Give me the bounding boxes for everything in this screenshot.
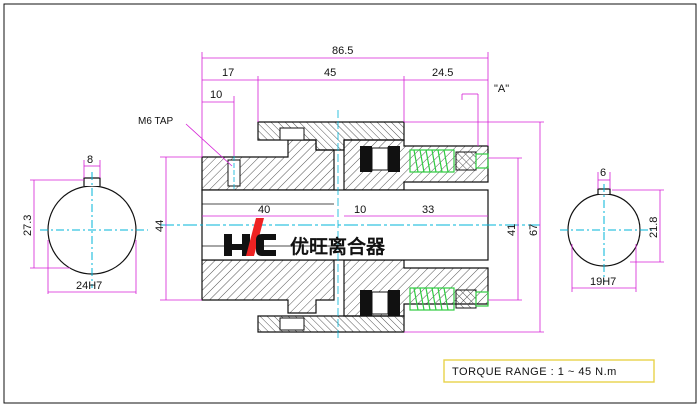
- torque-box: [443, 359, 655, 383]
- torque-range-label: TORQUE RANGE : 1 ~ 45 N.m: [452, 366, 617, 378]
- dia-67-label: 67: [528, 224, 540, 236]
- left-hub-upper: [201, 139, 335, 191]
- section-view: [160, 110, 540, 340]
- dia-41-label: 41: [506, 224, 518, 236]
- tap-note-label: M6 TAP: [138, 116, 174, 127]
- right-end-view: [560, 172, 664, 292]
- bore-40-label: 40: [258, 204, 270, 216]
- friction-pad-lower-1: [360, 290, 372, 316]
- friction-pad-lower-2: [388, 290, 400, 316]
- right-depth-label: 21.8: [648, 217, 660, 238]
- view-a-label: "A": [494, 83, 509, 95]
- dia-44-label: 44: [154, 220, 166, 232]
- friction-pad-upper-2: [388, 146, 400, 172]
- seg-17-label: 17: [222, 67, 234, 79]
- tap-10-label: 10: [210, 89, 222, 101]
- dimension-lines: [160, 52, 544, 333]
- spring-lower: [409, 287, 489, 311]
- spring-upper: [409, 149, 489, 173]
- right-key-width-label: 6: [600, 167, 606, 179]
- overall-length-label: 86.5: [332, 45, 353, 57]
- right-bore-label: 19H7: [590, 276, 616, 288]
- left-end-view: [30, 160, 148, 294]
- left-key-width-label: 8: [87, 154, 93, 166]
- brand-logo: [224, 218, 276, 256]
- len-33-label: 33: [422, 204, 434, 216]
- gap-10-label: 10: [354, 204, 366, 216]
- left-bore-label: 24H7: [76, 280, 102, 292]
- friction-pad-upper-1: [360, 146, 372, 172]
- left-hub-lower: [201, 259, 335, 314]
- brand-name-cn: 优旺离合器: [290, 235, 386, 258]
- seg-24-5-label: 24.5: [432, 67, 453, 79]
- drawing-border: [3, 3, 697, 404]
- left-depth-label: 27.3: [22, 215, 34, 236]
- logo-slash: [246, 218, 264, 256]
- tap-leader: [185, 123, 233, 167]
- seg-45-label: 45: [324, 67, 336, 79]
